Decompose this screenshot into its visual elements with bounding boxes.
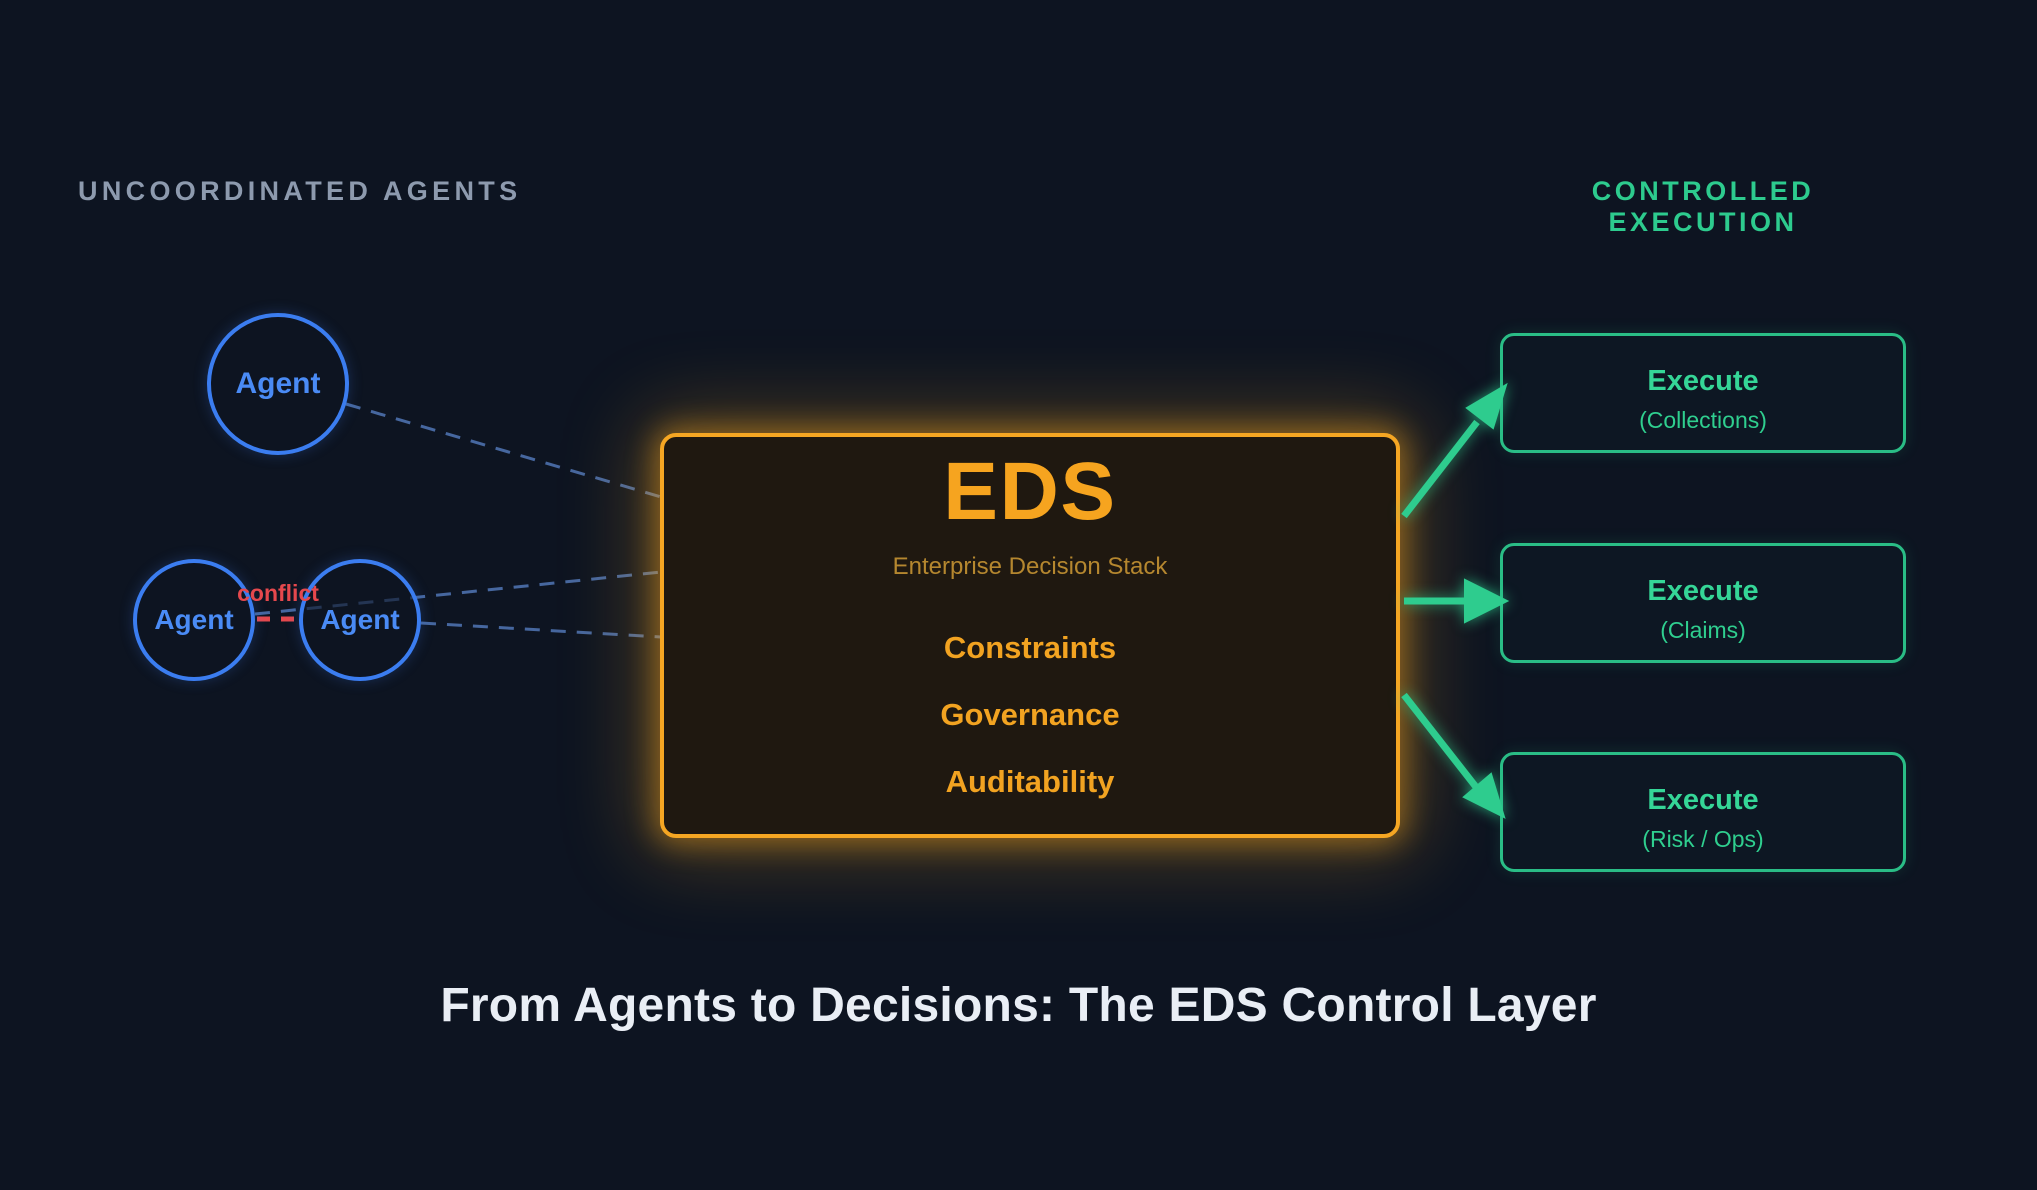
agent-label: Agent xyxy=(320,604,400,635)
arrow-eds-to-risk-ops xyxy=(1401,692,1506,819)
execute-box-title: Execute xyxy=(1647,364,1759,397)
agent-node-top: Agent xyxy=(207,313,349,455)
agent-label: Agent xyxy=(154,604,234,635)
left-section-label: UNCOORDINATED AGENTS xyxy=(78,176,522,206)
eds-subtitle: Enterprise Decision Stack xyxy=(892,553,1168,580)
eds-item-governance: Governance xyxy=(940,697,1120,732)
arrow-eds-to-claims xyxy=(1404,578,1510,624)
connector-agent-bottom-right-to-eds xyxy=(420,621,662,639)
execute-box-title: Execute xyxy=(1647,574,1759,607)
execute-box-subtitle: (Risk / Ops) xyxy=(1642,825,1764,852)
eds-item-constraints: Constraints xyxy=(943,630,1117,665)
execute-box-risk-ops: Execute (Risk / Ops) xyxy=(1500,752,1906,872)
eds-box: EDS Enterprise Decision Stack Constraint… xyxy=(660,433,1400,838)
agent-node-bottom-left: Agent xyxy=(133,559,255,681)
conflict-label: conflict xyxy=(237,580,319,606)
page-title: From Agents to Decisions: The EDS Contro… xyxy=(440,979,1597,1032)
connector-agent-bottom-left-to-eds xyxy=(254,570,662,616)
execute-box-subtitle: (Collections) xyxy=(1639,406,1767,433)
agent-label: Agent xyxy=(235,367,321,400)
arrow-eds-to-collections xyxy=(1401,382,1508,519)
connector-agent-top-to-eds xyxy=(345,402,662,499)
execute-box-title: Execute xyxy=(1647,783,1759,816)
execute-box-subtitle: (Claims) xyxy=(1660,616,1746,643)
eds-heading: EDS xyxy=(943,446,1117,537)
right-section-label: CONTROLLED EXECUTION xyxy=(1591,176,1815,237)
eds-item-auditability: Auditability xyxy=(945,764,1115,799)
agent-node-bottom-right: Agent xyxy=(299,559,421,681)
execute-box-collections: Execute (Collections) xyxy=(1500,333,1906,453)
